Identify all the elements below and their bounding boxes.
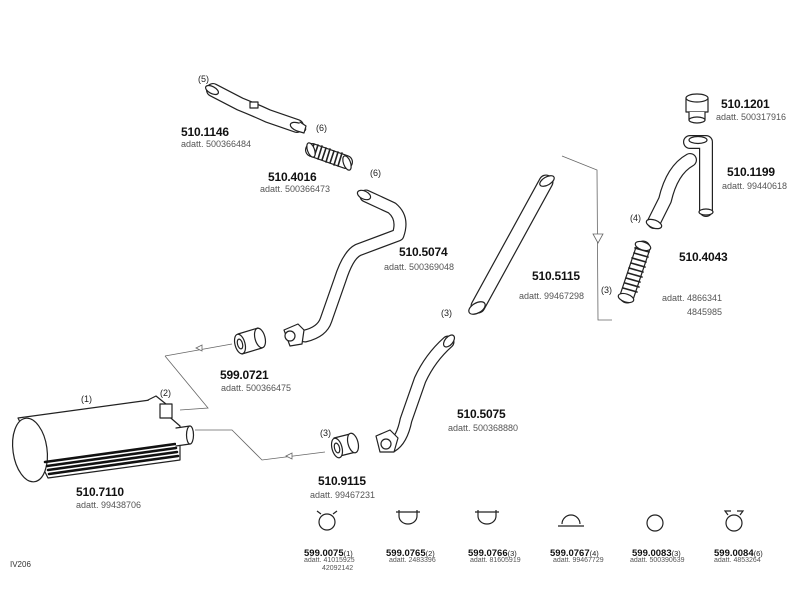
adatt-reference: adatt. 81605919	[470, 557, 521, 564]
position-note: (6)	[370, 168, 381, 178]
small-part-number: 599.0765	[386, 548, 426, 559]
adatt-reference: adatt. 4866341	[662, 293, 723, 303]
adatt-reference: adatt. 500317916	[716, 112, 787, 122]
small-part-label: 599.0075(1)	[304, 543, 353, 561]
part-number: 510.9115	[318, 474, 366, 488]
flex-hose-510-4043-drawing	[617, 240, 652, 304]
ring-gasket-icon	[646, 514, 664, 532]
position-note: (2)	[160, 388, 171, 398]
pipe-510-5075-drawing	[375, 334, 456, 453]
part-number: 510.5074	[399, 245, 448, 259]
adatt-reference: adatt. 99467729	[553, 557, 604, 564]
part-number: 510.5075	[457, 407, 506, 421]
adatt-reference: adatt. 500390639	[630, 557, 685, 564]
band-clamp-icon	[723, 510, 745, 532]
small-part-label: 599.0767(4)	[550, 543, 599, 561]
part-number: 510.7110	[76, 485, 124, 499]
saddle-clamp-icon	[558, 514, 584, 527]
adatt-reference: adatt. 99438706	[76, 500, 142, 510]
small-part-number: 599.0075	[304, 548, 344, 559]
quantity: (1)	[343, 549, 353, 558]
quantity: (4)	[589, 549, 599, 558]
diagram-code: IV206	[10, 560, 31, 569]
guide-arrows	[195, 233, 604, 460]
position-note: (5)	[198, 74, 209, 84]
adatt-reference: adatt. 99440618	[722, 181, 788, 191]
small-part-label: 599.0083(3)	[632, 543, 681, 561]
small-part-number: 599.0083	[632, 548, 672, 559]
quantity: (6)	[753, 549, 763, 558]
u-bolt-clamp-icon	[475, 510, 499, 525]
part-number: 510.4016	[268, 170, 317, 184]
position-note: (3)	[320, 428, 331, 438]
muffler-510-7110-drawing	[11, 395, 195, 483]
adatt-reference: adatt. 500369048	[384, 262, 455, 272]
small-part-number: 599.0084	[714, 548, 754, 559]
elbow-pipe-510-1199-drawing	[645, 135, 714, 230]
coupling-599-0721-drawing	[233, 327, 267, 355]
coupling-510-9115-drawing	[330, 432, 360, 459]
part-number: 510.1201	[721, 97, 770, 111]
part-number: 510.5115	[532, 269, 580, 283]
pipe-510-5115-drawing	[468, 174, 555, 315]
adatt-reference: adatt. 500366484	[181, 139, 252, 149]
adatt-reference: 4845985	[687, 307, 723, 317]
small-parts-icons	[316, 510, 745, 532]
small-part-label: 599.0766(3)	[468, 543, 517, 561]
small-part-number: 599.0766	[468, 548, 508, 559]
adatt-reference: adatt. 500366473	[260, 184, 331, 194]
pipe-510-1146-drawing	[205, 83, 307, 134]
small-part-number: 599.0767	[550, 548, 590, 559]
connection-lines	[164, 155, 612, 461]
small-part-label: 599.0765(2)	[386, 543, 435, 561]
adatt-reference: adatt. 99467231	[310, 490, 376, 500]
quantity: (3)	[507, 549, 517, 558]
quantity: (3)	[671, 549, 681, 558]
part-number: 599.0721	[220, 368, 269, 382]
position-note: (3)	[441, 308, 452, 318]
position-note: (3)	[601, 285, 612, 295]
adatt-reference: 42092142	[322, 565, 354, 572]
quantity: (2)	[425, 549, 435, 558]
u-bolt-clamp-icon	[396, 510, 420, 525]
hose-clamp-icon	[316, 510, 338, 531]
flex-hose-510-4016-drawing	[305, 142, 353, 171]
small-part-label: 599.0084(6)	[714, 543, 763, 561]
adatt-reference: adatt. 4853264	[714, 557, 761, 564]
part-number: 510.1146	[181, 125, 229, 139]
part-number: 510.1199	[727, 165, 775, 179]
adatt-reference: adatt. 500368880	[448, 423, 519, 433]
adatt-reference: adatt. 2483396	[389, 557, 436, 564]
position-note: (1)	[81, 394, 92, 404]
adatt-reference: adatt. 500366475	[221, 383, 292, 393]
part-number: 510.4043	[679, 250, 728, 264]
adatt-reference: adatt. 99467298	[519, 291, 585, 301]
position-note: (4)	[630, 213, 641, 223]
position-note: (6)	[316, 123, 327, 133]
rain-cap-510-1201-drawing	[685, 93, 709, 124]
adatt-reference: adatt. 41015925	[304, 557, 355, 564]
pipe-510-5074-drawing	[283, 189, 407, 347]
